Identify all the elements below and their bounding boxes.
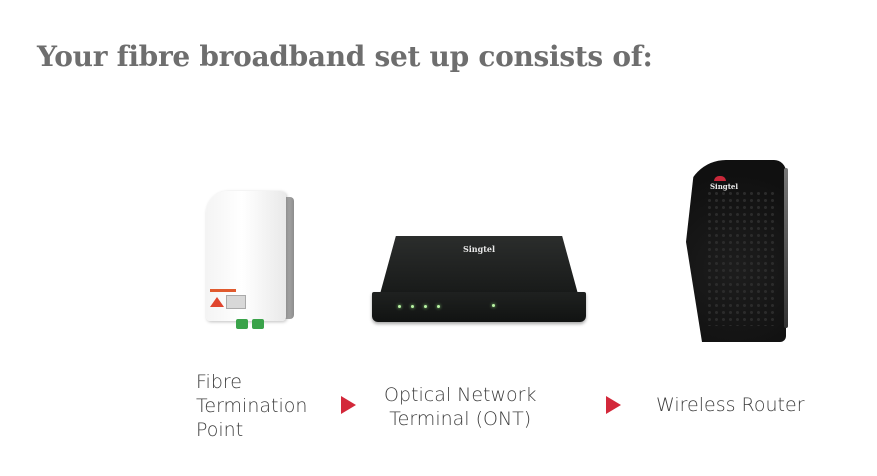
device-body	[206, 191, 286, 321]
router-brand-logo: Singtel	[710, 182, 739, 191]
page-heading: Your fibre broadband set up consists of:	[37, 40, 653, 73]
status-led	[411, 305, 414, 308]
status-led	[492, 304, 495, 307]
device-side	[284, 197, 294, 319]
ont-label: Optical Network Terminal (ONT)	[384, 383, 536, 431]
play-arrow-icon	[606, 396, 621, 414]
ont-image: Singtel	[368, 236, 590, 328]
wireless-router-label: Wireless Router	[656, 393, 805, 417]
label-line: Terminal (ONT)	[389, 408, 532, 430]
router-led-strip	[784, 168, 788, 328]
fibre-connector	[236, 319, 248, 329]
status-led	[424, 305, 427, 308]
singtel-logo-icon	[714, 176, 726, 181]
ont-brand-logo: Singtel	[462, 244, 496, 254]
warning-icon	[210, 297, 224, 307]
label-line: Optical Network	[384, 384, 537, 406]
wireless-router-image: Singtel	[676, 156, 800, 346]
label-line: Wireless Router	[656, 394, 805, 416]
label-line: Fibre	[196, 371, 242, 393]
fibre-connector	[252, 319, 264, 329]
ont-front	[372, 292, 586, 322]
status-led	[398, 305, 401, 308]
ont-top	[380, 236, 578, 294]
fibre-termination-point-image	[200, 185, 300, 335]
device-sticker	[226, 295, 246, 309]
router-body	[686, 160, 786, 342]
play-arrow-icon	[341, 396, 356, 414]
label-line: Point	[196, 419, 244, 441]
fibre-termination-point-label: Fibre Termination Point	[196, 370, 307, 442]
label-line: Termination	[196, 395, 308, 417]
status-led	[437, 305, 440, 308]
caution-strip	[210, 289, 236, 292]
